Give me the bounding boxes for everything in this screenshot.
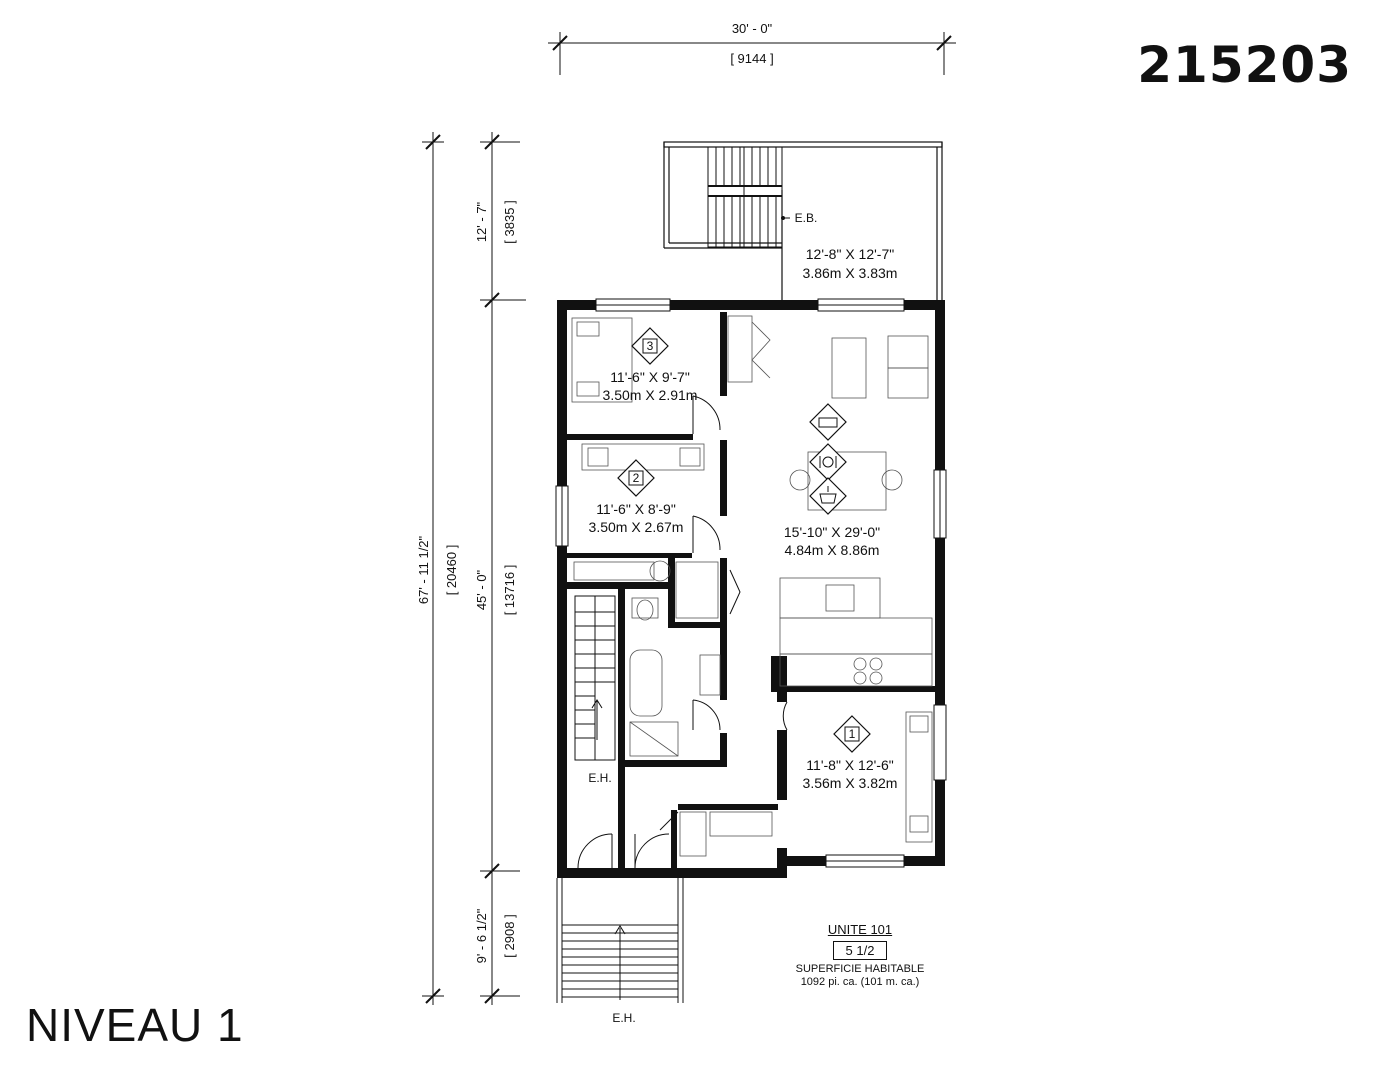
unit-name: UNITE 101: [827, 922, 893, 937]
overall-depth-metric: [ 20460 ]: [444, 545, 459, 596]
windows: [555, 298, 947, 868]
overall-depth-imperial: 67' - 11 1/2": [416, 535, 431, 604]
unit-info: UNITE 101 5 1/2 SUPERFICIE HABITABLE 109…: [760, 922, 960, 989]
bedroom-1-number: 1: [849, 727, 856, 741]
eh-tag-entry: E.H.: [612, 1011, 635, 1025]
interior-walls: [567, 312, 935, 868]
level-title: NIVEAU 1: [26, 999, 244, 1051]
balcony-size-metric: 3.86m X 3.83m: [803, 265, 898, 281]
interior-stair: [574, 595, 616, 761]
room-bedroom-1: 1 11'-8" X 12'-6" 3.56m X 3.82m: [803, 715, 898, 791]
eb-tag: E.B.: [795, 211, 818, 225]
bedroom-2-size-metric: 3.50m X 2.67m: [589, 519, 684, 535]
bedroom-3-size-metric: 3.50m X 2.91m: [603, 387, 698, 403]
living-size-metric: 4.84m X 8.86m: [785, 542, 880, 558]
entry-depth-metric: [ 2908 ]: [502, 914, 517, 957]
furniture: [571, 315, 933, 857]
house-depth-imperial: 45' - 0": [474, 569, 489, 610]
dining-icon: [822, 456, 834, 468]
unit-area-label: SUPERFICIE HABITABLE: [795, 963, 925, 975]
kitchen-icon: [819, 493, 837, 504]
balcony-depth-imperial: 12' - 7": [474, 201, 489, 242]
sofa-icon: [818, 417, 838, 428]
bedroom-1-size-metric: 3.56m X 3.82m: [803, 775, 898, 791]
front-stair: [556, 878, 684, 1003]
rear-stair: [707, 146, 783, 248]
unit-type: 5 1/2: [832, 941, 888, 960]
width-dimension: 30' - 0" [ 9144 ]: [548, 21, 956, 75]
bedroom-1-size-imperial: 11'-8" X 12'-6": [806, 757, 893, 773]
width-metric: [ 9144 ]: [730, 51, 773, 66]
room-living: 15'-10" X 29'-0" 4.84m X 8.86m: [784, 403, 880, 558]
rear-balcony: E.B. 12'-8" X 12'-7" 3.86m X 3.83m: [663, 141, 943, 300]
width-imperial: 30' - 0": [732, 21, 773, 36]
eh-tag-stair: E.H.: [588, 771, 611, 785]
entry-depth-imperial: 9' - 6 1/2": [474, 908, 489, 963]
bedroom-3-size-imperial: 11'-6" X 9'-7": [610, 369, 690, 385]
balcony-size-imperial: 12'-8" X 12'-7": [806, 246, 894, 262]
room-bedroom-3: 3 11'-6" X 9'-7" 3.50m X 2.91m: [603, 327, 698, 403]
plan-number: 215203: [1137, 36, 1352, 94]
depth-dimensions: 67' - 11 1/2" [ 20460 ] 12' - 7" [ 3835 …: [416, 132, 526, 1005]
bedroom-2-size-imperial: 11'-6" X 8'-9": [596, 501, 676, 517]
doors: [577, 395, 788, 869]
house-depth-metric: [ 13716 ]: [502, 565, 517, 616]
unit-area-value: 1092 pi. ca. (101 m. ca.): [800, 976, 920, 988]
living-size-imperial: 15'-10" X 29'-0": [784, 524, 880, 540]
balcony-depth-metric: [ 3835 ]: [502, 200, 517, 243]
bedroom-2-number: 2: [633, 471, 640, 485]
room-bedroom-2: 2 11'-6" X 8'-9" 3.50m X 2.67m: [589, 459, 684, 535]
bedroom-3-number: 3: [647, 339, 654, 353]
